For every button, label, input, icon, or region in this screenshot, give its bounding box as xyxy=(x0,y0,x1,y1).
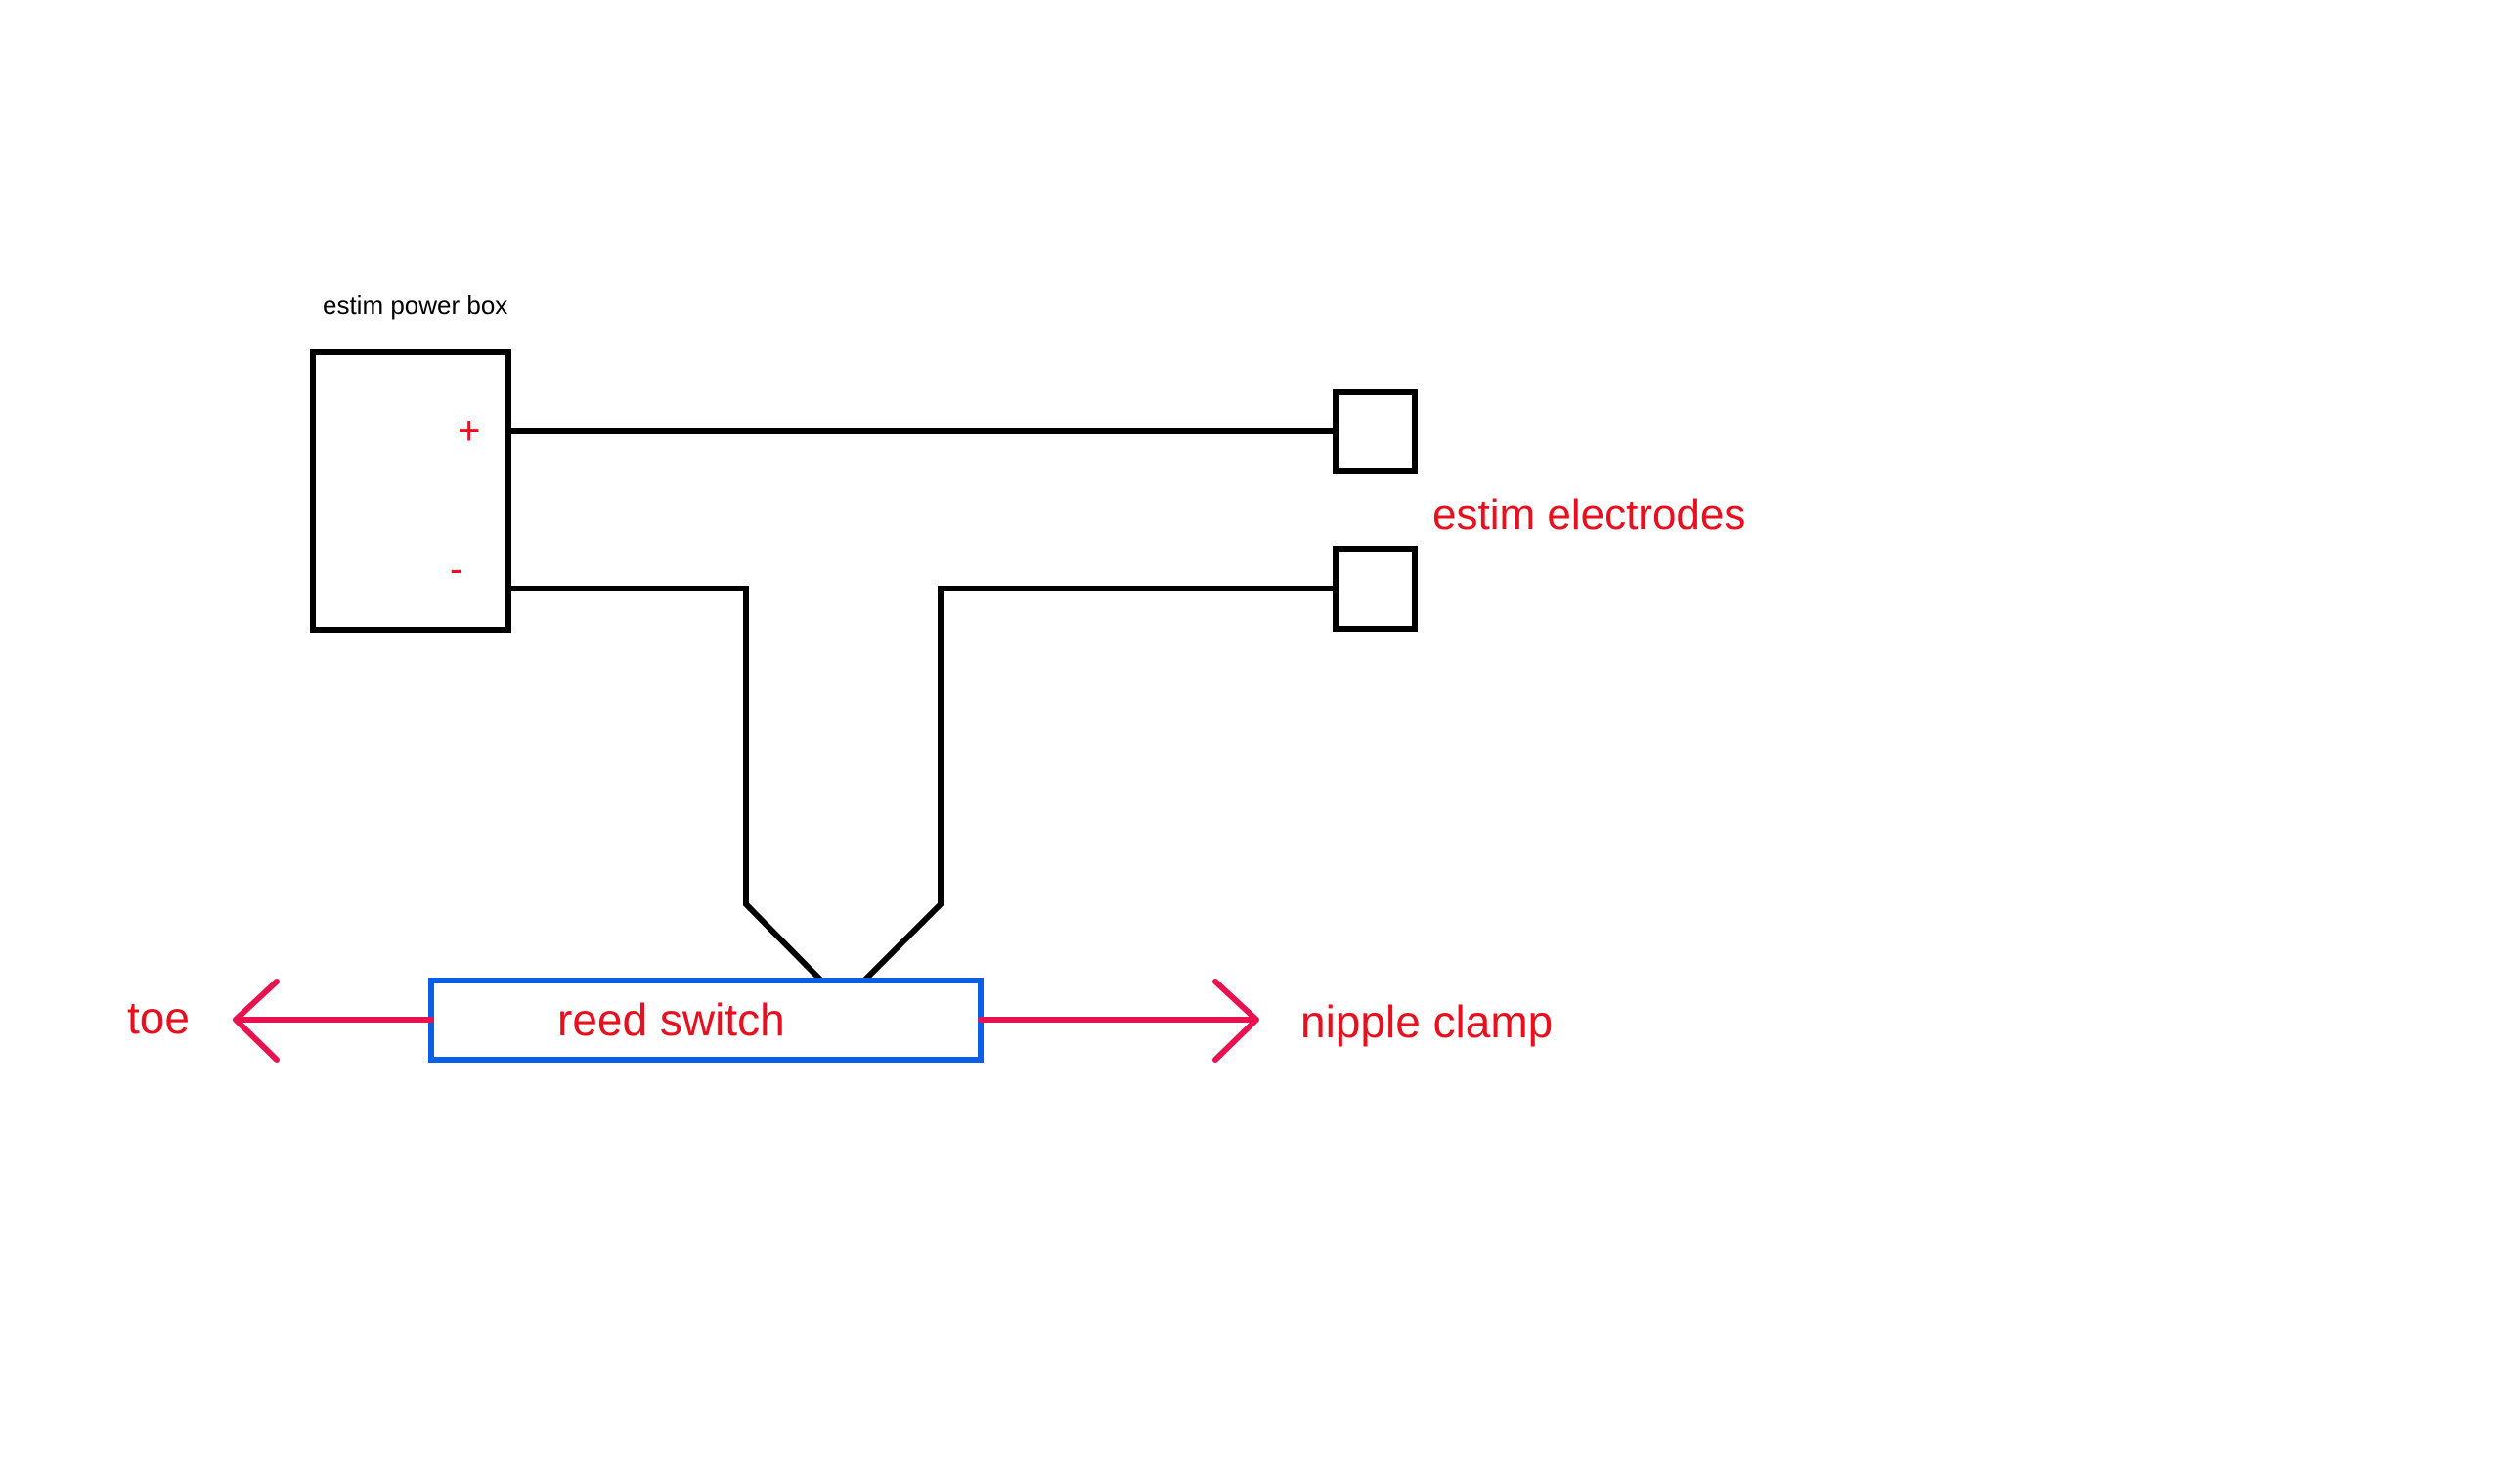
negative-wire-to-switch xyxy=(505,586,826,985)
electrode-bottom xyxy=(1333,546,1418,632)
plus-terminal-label: + xyxy=(458,410,480,453)
toe-label: toe xyxy=(127,992,190,1043)
arrow-right-icon xyxy=(978,979,1259,1063)
electrode-top xyxy=(1333,389,1418,474)
switch-wire-to-electrode xyxy=(859,586,1339,985)
nipple-clamp-label: nipple clamp xyxy=(1300,996,1553,1047)
power-box-title: estim power box xyxy=(323,290,507,320)
power-box xyxy=(310,349,511,633)
minus-terminal-label: - xyxy=(450,547,462,590)
electrodes-label: estim electrodes xyxy=(1432,491,1745,539)
arrow-left-icon xyxy=(233,979,434,1063)
reed-switch-label: reed switch xyxy=(557,994,785,1045)
